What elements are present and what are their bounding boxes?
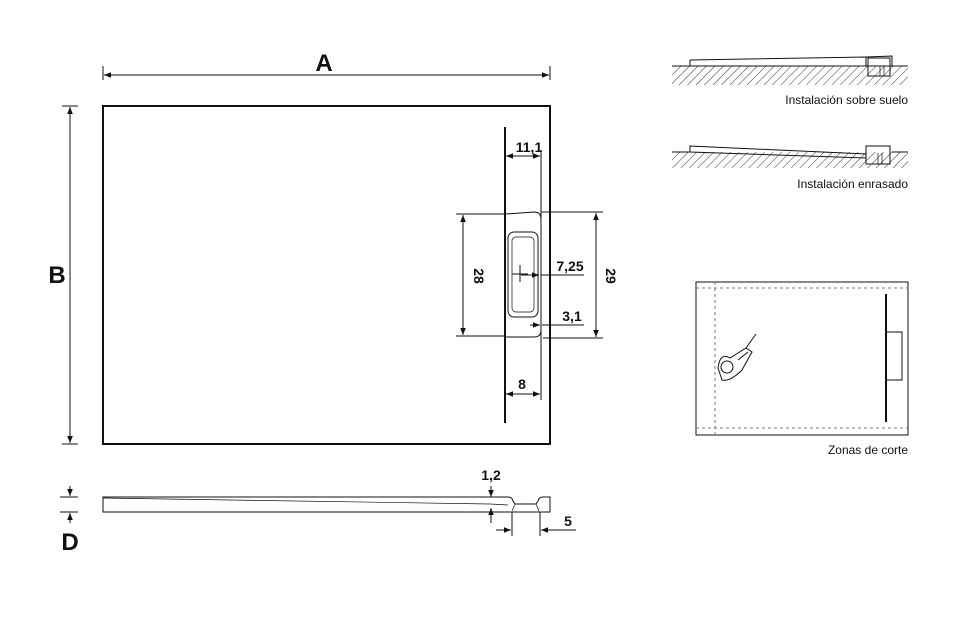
saw-icon	[717, 333, 757, 381]
plan-view: A B 11,1	[48, 50, 619, 445]
dimension-a: A	[102, 50, 551, 80]
dimension-b: B	[48, 105, 78, 445]
dimension-channel-width: 11,1	[506, 139, 542, 340]
dimension-d-label: D	[61, 529, 78, 556]
flush-installation-detail: Instalación enrasado	[672, 145, 908, 191]
dimension-slope-label: 1,2	[481, 467, 501, 483]
dimension-edge-offset-label: 3,1	[562, 308, 582, 324]
dimension-b-label: B	[48, 262, 65, 289]
dimension-bottom-width: 8	[506, 340, 542, 400]
dimension-profile-width-label: 5	[564, 513, 572, 529]
floor-installation-caption: Instalación sobre suelo	[785, 93, 908, 107]
cut-zones-caption: Zonas de corte	[828, 443, 908, 457]
dimension-grate-height: 28	[456, 213, 505, 337]
dimension-channel-width-label: 11,1	[516, 139, 543, 155]
dimension-d: D	[60, 486, 79, 556]
dimension-drain-offset-label: 7,25	[556, 258, 583, 274]
dimension-drain-offset: 7,25	[521, 258, 584, 278]
floor-installation-detail: Instalación sobre suelo	[672, 55, 908, 107]
dimension-profile-width: 5	[496, 512, 576, 536]
dimension-edge-offset: 3,1	[530, 308, 584, 328]
dimension-slope: 1,2	[481, 467, 501, 523]
dimension-channel-height-label: 29	[603, 268, 619, 284]
side-profile: D 1,2 5	[60, 467, 576, 556]
dimension-channel-height: 29	[541, 211, 619, 339]
dimension-a-label: A	[315, 50, 332, 77]
cut-zones-detail: Zonas de corte	[695, 281, 909, 457]
dimension-grate-height-label: 28	[471, 268, 487, 284]
flush-installation-caption: Instalación enrasado	[797, 177, 908, 191]
dimension-bottom-width-label: 8	[518, 376, 526, 392]
